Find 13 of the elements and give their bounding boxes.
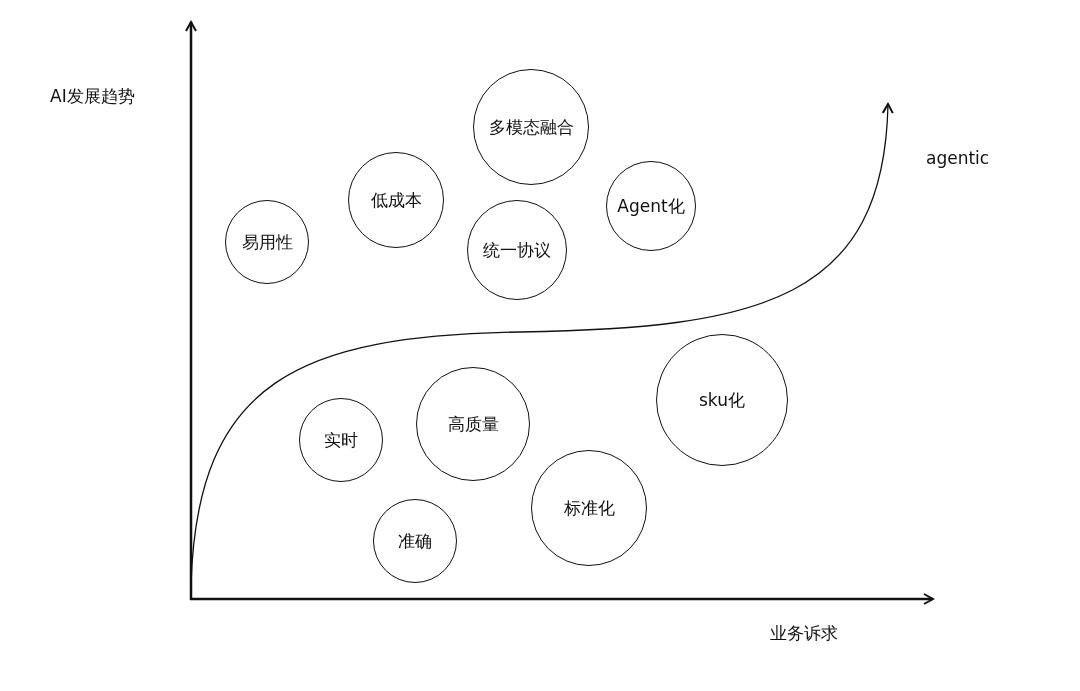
node-label: 多模态融合 <box>488 115 574 139</box>
node-label: 易用性 <box>241 230 293 254</box>
node-label: Agent化 <box>617 194 685 218</box>
node-label: 实时 <box>324 428 358 452</box>
curve-label: agentic <box>926 148 990 168</box>
node-label: 准确 <box>398 529 432 553</box>
axis-label: AI发展趋势 <box>50 85 135 108</box>
node-label: 统一协议 <box>483 238 551 262</box>
node-label: 低成本 <box>370 188 422 212</box>
axis-label: 业务诉求 <box>770 622 838 645</box>
node-label: 高质量 <box>447 412 499 436</box>
node-label: 标准化 <box>563 496 615 520</box>
node-label: sku化 <box>699 388 745 412</box>
